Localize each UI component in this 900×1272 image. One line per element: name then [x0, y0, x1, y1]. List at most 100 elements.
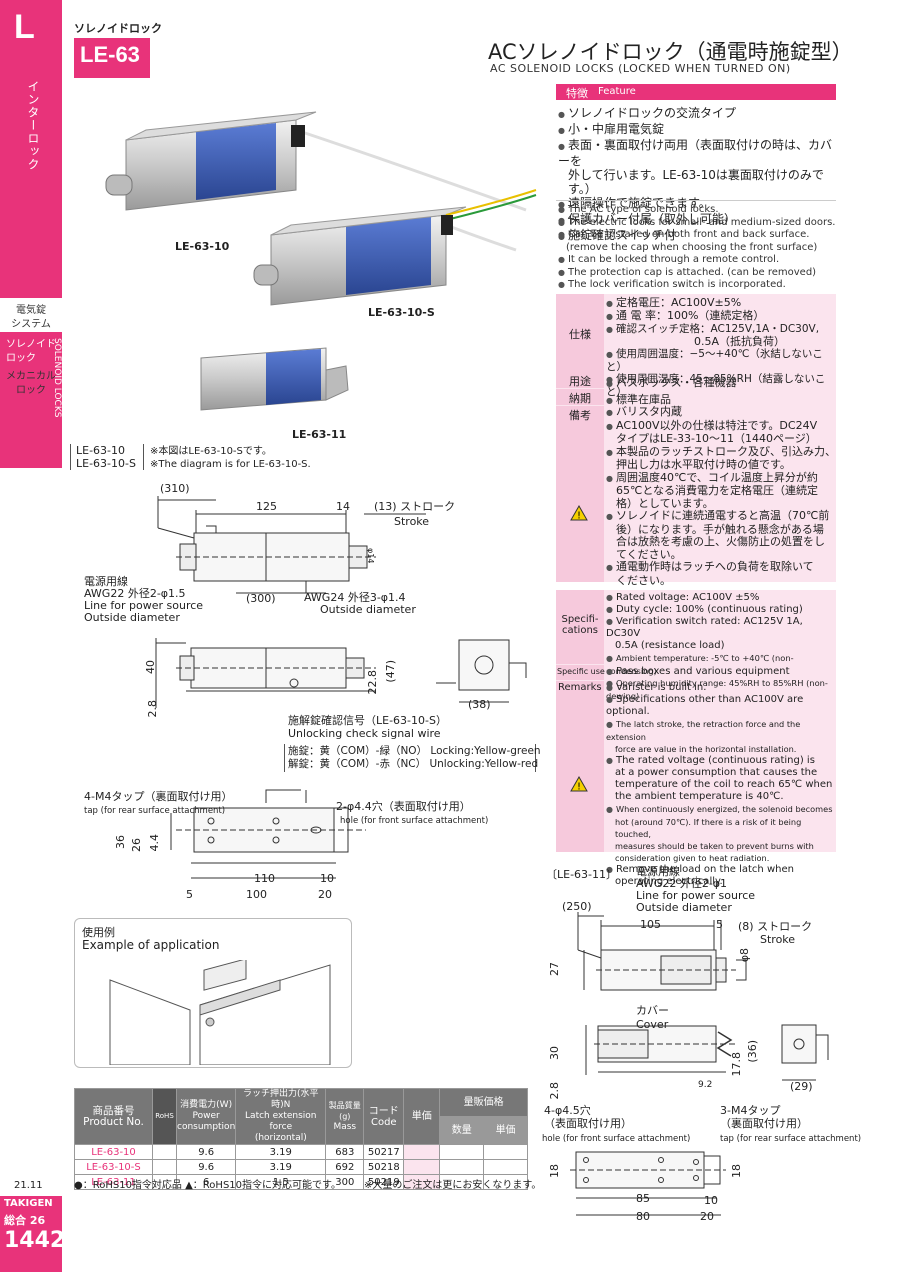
stroke-label-11-en: Stroke	[760, 933, 796, 946]
dim-250: (250)	[562, 900, 592, 913]
dim-110: 110	[254, 872, 275, 885]
page-title: ACソレノイドロック（通電時施錠型）	[488, 40, 853, 64]
svg-text:!: !	[577, 782, 581, 793]
feature-heading-jp: 特徴	[566, 87, 588, 100]
power-line-label-11: 電源用線 AWG22 外径2-φ1 Line for power source …	[636, 865, 756, 914]
stroke-label-11-jp: (8) ストローク	[738, 920, 813, 933]
feature-item: 外して行います。LE-63-10は裏面取付けのみです。）	[568, 168, 824, 196]
model-name: LE-63	[80, 42, 140, 67]
le-63-11-title: 〔LE-63-11〕	[546, 868, 618, 881]
dim-38: (38)	[468, 698, 491, 711]
cover-label-en: Cover	[636, 1018, 669, 1031]
dim-9-2: 9.2	[698, 1080, 713, 1090]
category-label: ソレノイドロック	[74, 22, 162, 35]
application-illustration	[109, 960, 331, 1065]
remarks-label-jp: 備考	[569, 409, 591, 422]
wire-color-table: 施錠：黄（COM）-緑（NO） Locking:Yellow-green 解錠：…	[288, 745, 541, 770]
stroke-label-jp: (13) ストローク	[374, 500, 456, 513]
delivery-label-jp: 納期	[569, 392, 591, 405]
application-title-en: Example of application	[82, 938, 220, 952]
col-bulk: 量販価格	[439, 1088, 528, 1117]
dim-18-left: 18	[548, 1164, 561, 1178]
feature-item: 小・中扉用電気錠	[558, 122, 838, 138]
dim-80: 80	[636, 1210, 650, 1223]
cover-label-jp: カバー	[636, 1004, 669, 1017]
hole-label-en: hole (for front surface attachment)	[340, 816, 489, 826]
sidebar-item-solenoid-label: ソレノイド ロック	[6, 339, 56, 364]
sidebar-item-solenoid-active[interactable]	[0, 332, 62, 468]
stroke-label-en: Stroke	[394, 515, 430, 528]
feature-item: ソレノイドロックの交流タイプ	[558, 106, 838, 122]
section-letter: L	[14, 8, 35, 46]
technical-drawing-le-63-11	[570, 912, 829, 1216]
application-panel	[74, 918, 352, 1068]
dim-310: (310)	[160, 482, 190, 495]
catalog-name: 総合 26	[4, 1214, 46, 1227]
power-line-label: 電源用線 AWG22 外径2-φ1.5 Line for power sourc…	[84, 575, 204, 624]
dim-22-8: 22.8	[366, 670, 379, 695]
feature-header	[556, 84, 836, 100]
use-value-en: Pass boxes and various equipment	[606, 666, 790, 677]
photo-label-2: LE-63-10-S	[368, 306, 435, 319]
sidebar-item-mechanical-lock[interactable]: メカニカル ロック	[6, 371, 56, 396]
awg24-label: AWG24 外径3-φ1.4 Outside diameter	[304, 591, 416, 616]
unlock-signal-label: 施解錠確認信号（LE-63-10-S） Unlocking check sign…	[288, 714, 447, 740]
remarks-list-jp: バリスタ内蔵 AC100V以外の仕様は特注です。DC24V タイプはLE-33-…	[606, 405, 838, 587]
dim-40: 40	[144, 660, 157, 674]
dim-125: 125	[256, 500, 277, 513]
dim-2-8: 2.8	[146, 700, 159, 718]
dim-phi8: φ8	[738, 948, 751, 963]
dim-20: 20	[318, 888, 332, 901]
tap-label-jp: 4-M4タップ（裏面取付け用）	[84, 790, 233, 803]
dim-17-8: 17.8	[730, 1052, 743, 1077]
page-subtitle: AC SOLENOID LOCKS (LOCKED WHEN TURNED ON…	[490, 62, 791, 75]
tap-label-en: tap (for rear surface attachment)	[84, 806, 226, 816]
photo-label-1: LE-63-10	[175, 240, 230, 253]
dim-105: 105	[640, 918, 661, 931]
use-label-jp: 用途	[569, 375, 591, 388]
dim-26: 26	[130, 838, 143, 852]
feature-item: 表面・裏面取付け両用（表面取付けの時は、カバーを	[558, 138, 838, 168]
technical-drawing-le-63-10	[155, 496, 527, 879]
dim-10: 10	[320, 872, 334, 885]
page-number: 1442	[4, 1228, 66, 1253]
sidebar-band	[0, 0, 62, 298]
dim-phi14: φ14	[366, 548, 375, 564]
dim-36-r: (36)	[746, 1040, 759, 1063]
table-footnote-bulk: ※大量のご注文は更にお安くなります。	[364, 1180, 542, 1191]
use-label-en: Specific use	[557, 667, 605, 676]
dim-85: 85	[636, 1192, 650, 1205]
wire-bracket	[284, 744, 536, 772]
dim-18-right: 18	[730, 1164, 743, 1178]
product-photos	[105, 111, 537, 411]
col-unit: 単価	[483, 1116, 528, 1145]
delivery-value-jp: 標準在庫品	[606, 391, 671, 407]
version: 21.11	[14, 1180, 43, 1191]
dim-27: 27	[548, 962, 561, 976]
dim-47: (47)	[384, 660, 397, 683]
dim-300: (300)	[246, 592, 276, 605]
feature-list-en: The AC type of solenoid locks. The elect…	[558, 204, 838, 292]
warning-icon: !	[570, 776, 588, 792]
tap-label-11: 3-M4タップ （裏面取付け用）	[720, 1104, 808, 1130]
dim-4-4: 4.4	[148, 834, 161, 852]
sidebar-active-en: SOLENOID LOCKS	[52, 338, 62, 418]
use-value-jp: パスボックス・各種機器	[606, 374, 737, 390]
photo-label-3: LE-63-11	[292, 428, 347, 441]
col-mass: 製品質量(g)Mass	[325, 1088, 365, 1145]
hole-label-11-en: hole (for front surface attachment)	[542, 1134, 691, 1144]
page-footer-band	[0, 1196, 62, 1272]
remarks-label-en: Remarks	[558, 682, 602, 693]
dim-5: 5	[186, 888, 193, 901]
model-bracket	[70, 444, 144, 470]
sidebar-item-electric-lock[interactable]: 電気錠 システム	[11, 305, 51, 330]
dim-36: 36	[114, 835, 127, 849]
application-title-jp: 使用例	[82, 926, 115, 939]
divider	[556, 200, 836, 201]
